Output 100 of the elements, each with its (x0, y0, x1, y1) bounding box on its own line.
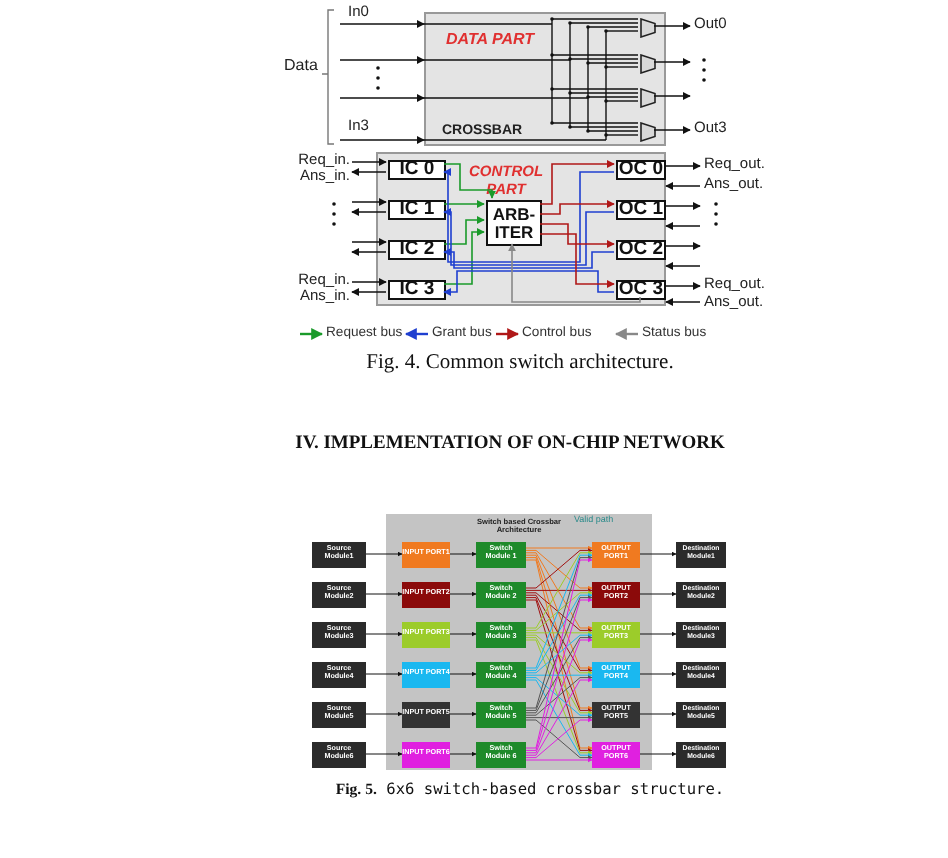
module-box (312, 541, 366, 567)
module-box (312, 621, 366, 647)
box-label: ARB- ITER (490, 205, 538, 241)
arrow (449, 551, 477, 557)
arrow (365, 751, 403, 757)
panel-label: DATA PART (446, 32, 537, 48)
arrow (351, 238, 387, 246)
arrow (351, 278, 387, 286)
arrow (653, 92, 691, 100)
arrow (365, 551, 403, 557)
module-box (476, 581, 526, 607)
controller-box (388, 240, 446, 259)
arrow (653, 58, 691, 66)
arrow (443, 270, 615, 296)
port-box (402, 701, 450, 727)
arrow (449, 671, 477, 677)
module-box (312, 661, 366, 687)
arrow (443, 248, 615, 269)
control-panel (376, 152, 666, 306)
arrow (449, 751, 477, 757)
arrow (665, 182, 701, 190)
arrow (351, 198, 387, 206)
port-box (592, 741, 640, 767)
arrow (525, 715, 593, 721)
arrow (639, 711, 677, 717)
controller-box (388, 160, 446, 179)
arrow (339, 20, 425, 28)
module-box (312, 741, 366, 767)
module-box (476, 661, 526, 687)
arrow (663, 242, 701, 250)
arrow (639, 591, 677, 597)
module-box (676, 741, 726, 767)
text-label: Data (284, 58, 318, 74)
arrow (639, 551, 677, 557)
arrow (449, 591, 477, 597)
arrow (351, 168, 387, 176)
port-box (592, 661, 640, 687)
port-box (592, 541, 640, 567)
arrow (663, 202, 701, 210)
module-box (476, 701, 526, 727)
controller-box (388, 280, 446, 299)
arrow (639, 671, 677, 677)
arrow (443, 216, 485, 245)
port-box (592, 621, 640, 647)
module-box (676, 661, 726, 687)
arrow (443, 163, 496, 199)
arrow (665, 262, 701, 270)
arrow (665, 222, 701, 230)
arrow (539, 223, 615, 248)
arrow (639, 631, 677, 637)
arrow (443, 168, 615, 263)
arrow (365, 711, 403, 717)
arrow (339, 136, 425, 144)
port-box (402, 741, 450, 767)
port-box (402, 661, 450, 687)
controller-box (388, 200, 446, 219)
port-box (592, 701, 640, 727)
arrow (639, 751, 677, 757)
section-heading: IV. IMPLEMENTATION OF ON-CHIP NETWORK (293, 436, 727, 455)
arrow (443, 208, 615, 266)
module-box (676, 621, 726, 647)
arrow (449, 711, 477, 717)
arrow (665, 298, 701, 306)
module-box (676, 581, 726, 607)
module-box (476, 541, 526, 567)
arrow (663, 282, 701, 290)
module-box (476, 621, 526, 647)
arrow (351, 208, 387, 216)
arrow (539, 233, 615, 288)
arrow (351, 288, 387, 296)
arrow (663, 162, 701, 170)
port-box (402, 581, 450, 607)
arrow (525, 630, 593, 636)
arrow (525, 545, 593, 551)
crossbar-panel (386, 514, 652, 770)
arrow (653, 126, 691, 134)
arrow (365, 671, 403, 677)
module-box (312, 581, 366, 607)
module-box (312, 701, 366, 727)
arrow (365, 591, 403, 597)
module-box (476, 741, 526, 767)
arrow (525, 672, 593, 678)
module-box (676, 701, 726, 727)
arrow (443, 200, 485, 208)
arrow (539, 160, 615, 205)
figure-caption: Fig. 4. Common switch architecture. (364, 354, 676, 375)
port-box (402, 541, 450, 567)
module-box (676, 541, 726, 567)
arrow (365, 631, 403, 637)
arrow (351, 248, 387, 256)
port-box (592, 581, 640, 607)
arrow (525, 587, 593, 593)
arrow (525, 757, 593, 763)
arrow (443, 228, 485, 285)
arrow (653, 22, 691, 30)
arrow (339, 56, 425, 64)
arrow (339, 94, 425, 102)
arrow (539, 200, 615, 215)
arrow (351, 158, 387, 166)
arrow (449, 631, 477, 637)
